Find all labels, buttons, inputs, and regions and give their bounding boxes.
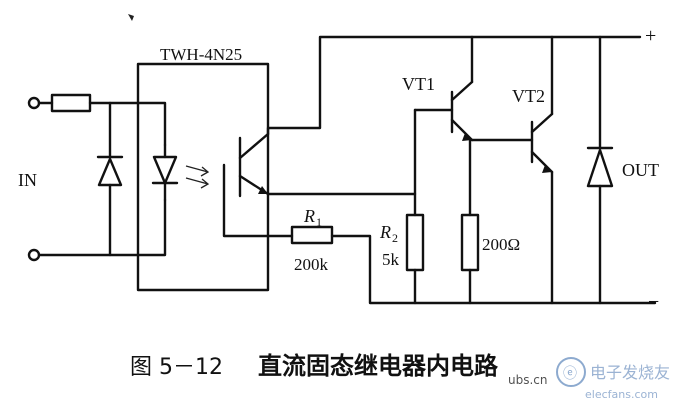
wire-vt1-emitter [468,138,534,305]
wire-negative-rail [330,234,657,305]
optocoupler-box [136,62,270,292]
watermark-url: ubs.cn [508,373,548,387]
output-diode [586,35,614,305]
resistor-r2 [405,213,425,272]
wire-in-bottom [37,198,167,257]
r1-value: 200k [294,255,329,274]
plus-sign: + [645,25,656,47]
led-emitter [151,143,210,202]
wire-base-to-r1 [222,163,294,238]
resistor-200-ohm [460,213,480,272]
caption-number: 图 5－12 [130,355,223,380]
protection-diode [96,155,124,187]
vt2-label: VT2 [512,86,545,106]
resistor-r1 [290,225,334,245]
vt1-label: VT1 [402,74,435,94]
r1-label: R [303,206,315,226]
r2-subscript: 2 [392,231,398,245]
input-label: IN [18,170,37,190]
watermark-logo-icon [556,357,586,387]
watermark: ⓔ 电子发烧友 ubs.cn elecfans.com [508,357,670,401]
caption-text: 直流固态继电器内电路 [258,352,499,380]
r2-label: R [379,222,391,242]
svg-text:ⓔ: ⓔ [563,366,577,382]
input-terminal-top[interactable] [27,96,41,110]
r2-value: 5k [382,250,400,269]
minus-sign: − [648,291,659,313]
input-terminal-bottom[interactable] [27,248,41,262]
watermark-logo-text: 电子发烧友 [590,363,670,382]
wire-in-top-b [88,101,167,147]
input-resistor [50,93,92,113]
optocoupler-label: TWH-4N25 [160,45,242,64]
wire-positive-rail [266,35,642,136]
output-label: OUT [622,160,659,180]
transistor-vt2 [530,35,554,305]
ink-mark [128,14,134,21]
r3-value: 200Ω [482,235,520,254]
watermark-host: elecfans.com [585,388,658,401]
phototransistor [238,132,270,198]
r1-subscript: 1 [316,215,322,229]
